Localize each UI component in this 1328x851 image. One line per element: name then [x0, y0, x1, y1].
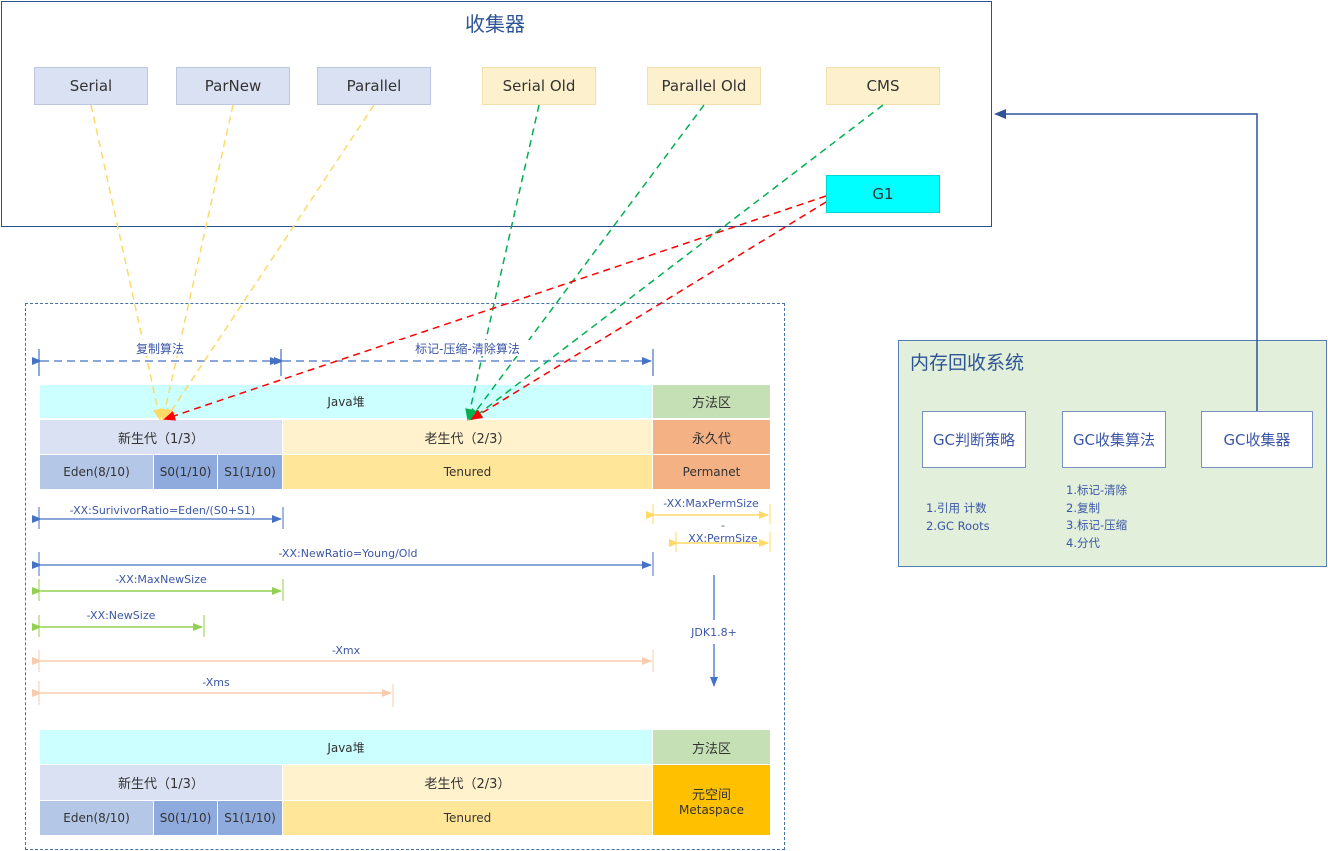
method-area-label: 方法区: [652, 384, 771, 419]
strategy-item: 1.引用 计数: [926, 501, 987, 515]
tenured-space: Tenured: [282, 454, 653, 490]
collector-g1[interactable]: G1: [826, 175, 940, 213]
java-heap-label: Java堆: [39, 384, 653, 419]
strategy-item: 2.GC Roots: [926, 518, 990, 533]
eden-space: Eden(8/10): [39, 454, 154, 490]
metaspace: 元空间 Metaspace: [652, 764, 771, 836]
perm-size-label: -XX:PermSize: [684, 519, 762, 545]
mark-algorithm-label: 标记-压缩-清除算法: [395, 340, 540, 356]
method-area-label-2: 方法区: [652, 729, 771, 765]
tenured-space-2: Tenured: [282, 800, 653, 836]
algorithm-item: 4.分代: [1066, 535, 1100, 550]
collectors-title: 收集器: [465, 11, 525, 36]
gc-collector-box[interactable]: GC收集器: [1201, 411, 1313, 468]
algorithm-item: 2.复制: [1066, 500, 1100, 515]
survivor-s0: S0(1/10): [153, 454, 218, 490]
permanet-space: Permanet: [652, 454, 771, 490]
new-ratio-label: -XX:NewRatio=Young/Old: [268, 546, 428, 561]
gc-algorithm-box[interactable]: GC收集算法: [1062, 411, 1166, 468]
eden-space-2: Eden(8/10): [39, 800, 154, 836]
gc-algorithm-list: 1.标记-清除 2.复制 3.标记-压缩 4.分代: [1066, 482, 1196, 552]
survivor-ratio-label: -XX:SurivivorRatio=Eden/(S0+S1): [60, 503, 265, 518]
collector-cms[interactable]: CMS: [826, 67, 940, 105]
max-new-size-label: -XX:MaxNewSize: [105, 572, 217, 587]
metaspace-en-label: Metaspace: [679, 802, 744, 817]
new-size-label: -XX:NewSize: [80, 608, 162, 623]
collector-parallel[interactable]: Parallel: [317, 67, 431, 105]
young-generation: 新生代（1/3）: [39, 419, 283, 455]
young-generation-2: 新生代（1/3）: [39, 764, 283, 801]
survivor-s0-2: S0(1/10): [153, 800, 218, 836]
old-generation: 老生代（2/3）: [282, 419, 653, 455]
algorithm-item: 1.标记-清除: [1066, 483, 1128, 497]
collector-parnew[interactable]: ParNew: [176, 67, 290, 105]
algorithm-item: 3.标记-压缩: [1066, 518, 1128, 532]
java-heap-label-2: Java堆: [39, 729, 653, 765]
survivor-s1: S1(1/10): [217, 454, 283, 490]
max-perm-size-label: -XX:MaxPermSize: [660, 496, 762, 511]
collector-serial-old[interactable]: Serial Old: [482, 67, 596, 105]
survivor-s1-2: S1(1/10): [217, 800, 283, 836]
gc-strategy-box[interactable]: GC判断策略: [922, 411, 1026, 468]
metaspace-cn-label: 元空间: [691, 787, 731, 803]
xmx-label: -Xmx: [325, 643, 367, 658]
gc-strategy-list: 1.引用 计数 2.GC Roots: [926, 500, 1056, 535]
memory-system-title: 内存回收系统: [910, 352, 1025, 374]
copy-algorithm-label: 复制算法: [115, 340, 205, 356]
collector-serial[interactable]: Serial: [34, 67, 148, 105]
jdk-version-label: JDK1.8+: [686, 624, 742, 641]
old-generation-2: 老生代（2/3）: [282, 764, 653, 801]
xms-label: -Xms: [195, 675, 237, 690]
collector-parallel-old[interactable]: Parallel Old: [647, 67, 761, 105]
permanent-generation: 永久代: [652, 419, 771, 455]
